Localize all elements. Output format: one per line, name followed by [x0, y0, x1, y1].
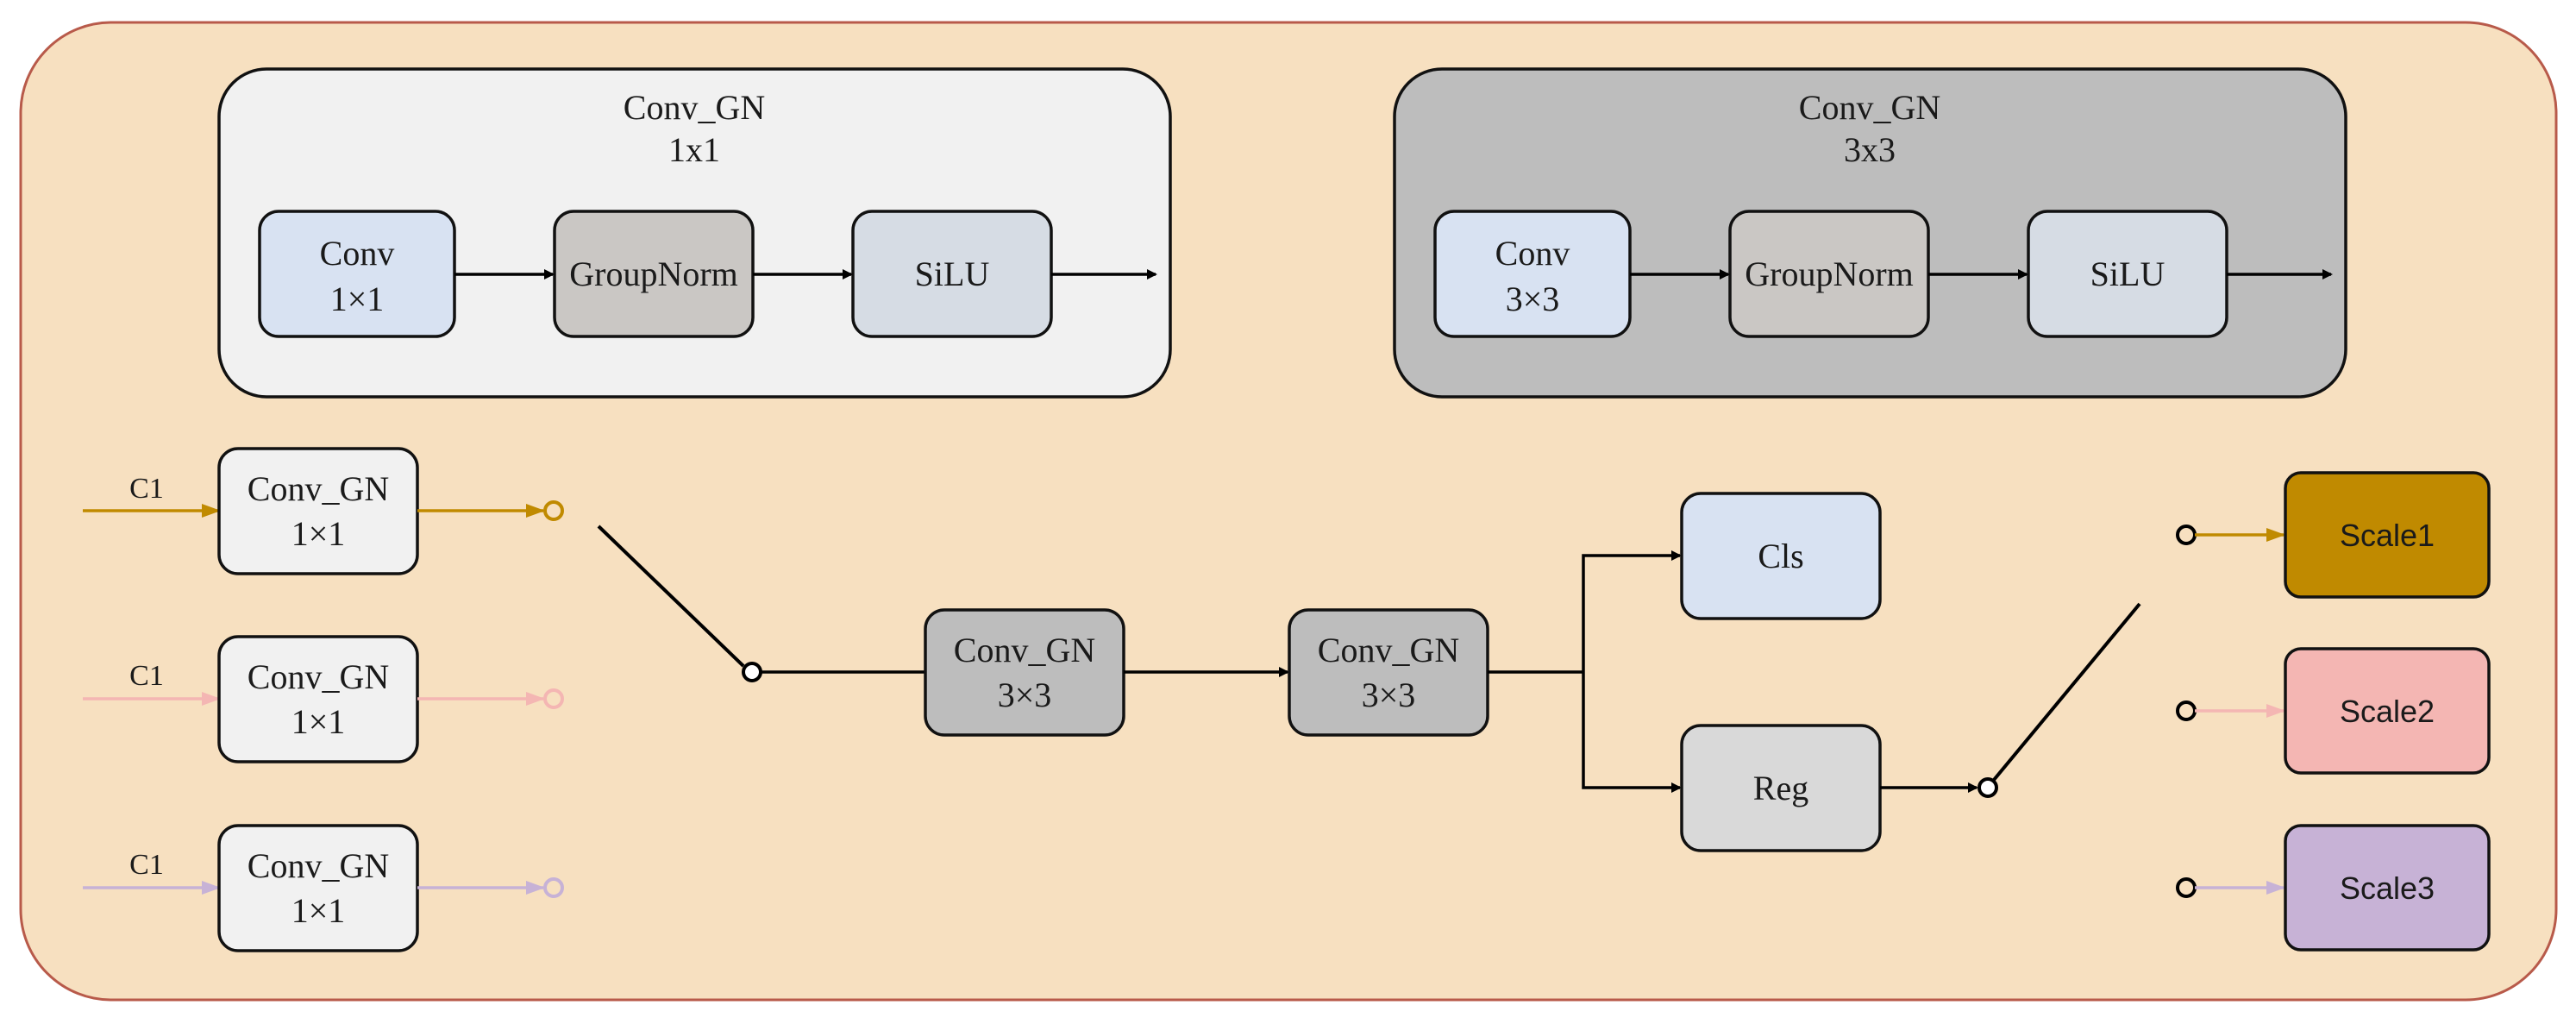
shared-conv-gn-b-line2: 3×3: [1362, 675, 1416, 714]
input-1-switch-terminal: [543, 500, 564, 521]
shared-conv-gn-a-block: [924, 608, 1125, 737]
scale1-label: Scale1: [2340, 518, 2435, 553]
input-2-block-line2: 1×1: [291, 702, 346, 741]
input-2-label: C1: [129, 660, 164, 692]
input-3-block-line2: 1×1: [291, 891, 346, 930]
input-2-switch-terminal: [543, 688, 564, 709]
input-switch-lever: [597, 525, 745, 668]
cls-head-label: Cls: [1758, 537, 1803, 575]
shared-conv-gn-b-block: [1288, 608, 1489, 737]
input-branch-3: C1 Conv_GN 1×1: [83, 824, 564, 952]
scale3-block: [2284, 824, 2491, 952]
input-1-block-line2: 1×1: [291, 514, 346, 553]
shared-conv-gn-b-line1: Conv_GN: [1318, 631, 1459, 669]
cls-head-block: [1680, 492, 1882, 620]
shared-conv-gn-a-line2: 3×3: [998, 675, 1052, 714]
output-switch-pivot: [1977, 777, 1998, 798]
legend-3x3-conv-label-line1: Conv: [1495, 234, 1570, 273]
split-to-cls-arrow: [1582, 550, 1682, 672]
input-3-label: C1: [129, 849, 164, 881]
output-branch-2: Scale2: [2176, 647, 2491, 775]
legend-1x1-conv-label-line1: Conv: [320, 234, 395, 273]
output-branch-3: Scale3: [2176, 824, 2491, 952]
legend-conv-gn-3x3: Conv_GN 3x3 Conv 3×3 GroupNorm SiLU: [1393, 67, 2347, 399]
input-branch-2: C1 Conv_GN 1×1: [83, 635, 564, 763]
legend-1x1-groupnorm-label: GroupNorm: [569, 254, 738, 293]
reg-head-label: Reg: [1753, 769, 1808, 807]
legend-1x1-silu-label: SiLU: [915, 254, 990, 293]
split-to-reg-arrow: [1582, 672, 1682, 793]
legend-3x3-silu-label: SiLU: [2090, 254, 2165, 293]
shared-conv-gn-a-line1: Conv_GN: [954, 631, 1095, 669]
output-switch-lever: [1992, 602, 2141, 782]
input-3-conv-gn-block: [217, 824, 419, 952]
input-1-label: C1: [129, 473, 164, 505]
legend-1x1-title-line1: Conv_GN: [624, 88, 765, 127]
input-3-block-line1: Conv_GN: [248, 846, 389, 885]
legend-1x1-conv-label-line2: 1×1: [330, 280, 385, 318]
scale3-label: Scale3: [2340, 870, 2435, 906]
legend-conv-gn-1x1: Conv_GN 1x1 Conv 1×1 GroupNorm SiLU: [217, 67, 1172, 399]
input-2-block-line1: Conv_GN: [248, 657, 389, 696]
scale1-block: [2284, 471, 2491, 599]
scale2-label: Scale2: [2340, 694, 2435, 729]
legend-3x3-conv-label-line2: 3×3: [1506, 280, 1560, 318]
legend-3x3-groupnorm-label: GroupNorm: [1745, 254, 1914, 293]
input-2-conv-gn-block: [217, 635, 419, 763]
input-3-switch-terminal: [543, 877, 564, 898]
output-branch-1: Scale1: [2176, 471, 2491, 599]
scale2-block: [2284, 647, 2491, 775]
input-switch-pivot: [742, 662, 762, 682]
input-1-conv-gn-block: [217, 447, 419, 575]
legend-3x3-title-line2: 3x3: [1844, 130, 1896, 169]
input-1-block-line1: Conv_GN: [248, 469, 389, 508]
legend-3x3-title-line1: Conv_GN: [1799, 88, 1940, 127]
input-branch-1: C1 Conv_GN 1×1: [83, 447, 564, 575]
legend-1x1-title-line2: 1x1: [668, 130, 720, 169]
